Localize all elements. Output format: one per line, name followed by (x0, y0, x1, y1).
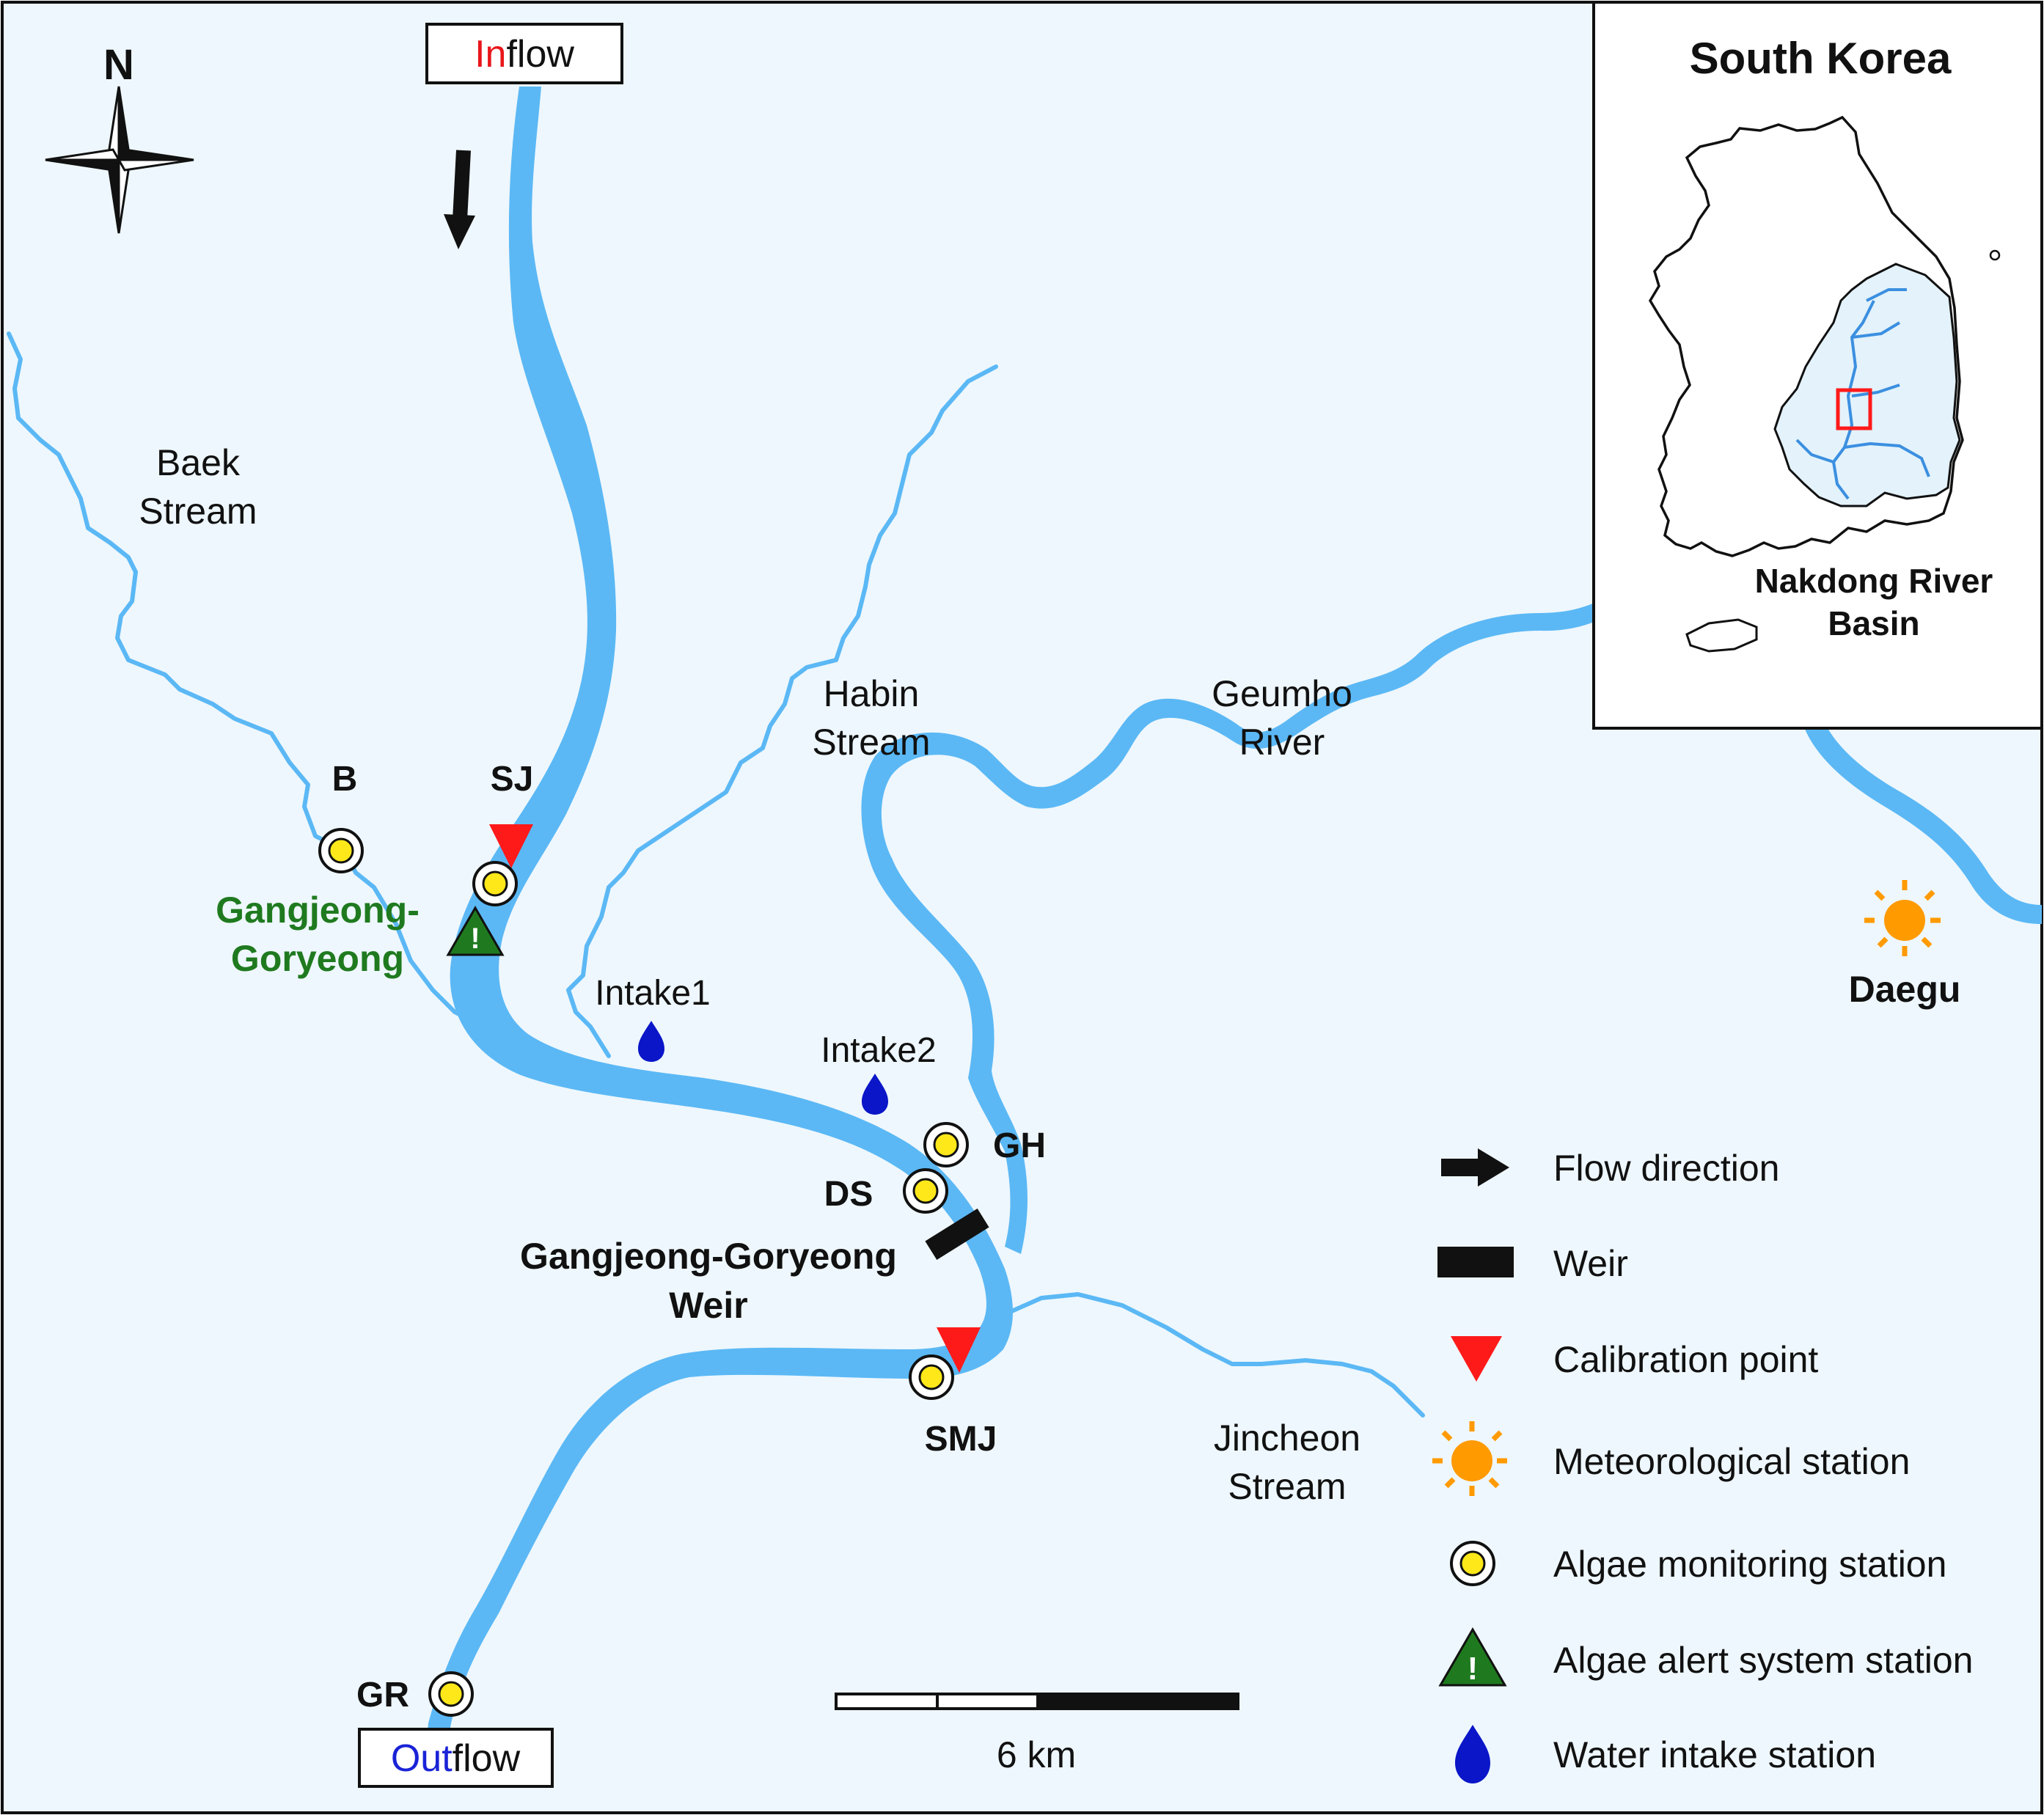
legend: Flow direction Weir Calibration point Me… (1432, 1148, 1974, 1783)
weir-label-2: Weir (669, 1285, 747, 1326)
station-DS: DS (824, 1168, 948, 1214)
station-B-label: B (332, 760, 358, 799)
legend-label-5: Algae alert system station (1553, 1640, 1974, 1681)
geumho-label-2: River (1239, 722, 1325, 763)
legend-arrow-icon (1441, 1148, 1509, 1187)
jincheon-label-2: Stream (1228, 1466, 1346, 1507)
inset-title: South Korea (1690, 34, 1952, 83)
alert-label-1: Gangjeong- (216, 890, 420, 931)
habin-label-1: Habin (824, 673, 920, 714)
outflow-box: Outflow (358, 1728, 554, 1788)
north-label: N (103, 41, 134, 89)
intake2-label: Intake2 (821, 1031, 936, 1070)
legend-sun-icon (1432, 1421, 1512, 1500)
legend-weir-icon (1437, 1247, 1514, 1277)
legend-label-1: Weir (1553, 1243, 1628, 1284)
intake1-station: Intake1 (595, 974, 711, 1062)
legend-green-warning-triangle-icon: ! (1438, 1627, 1507, 1687)
habin-stream-line (566, 364, 998, 1058)
legend-label-0: Flow direction (1553, 1148, 1779, 1189)
station-SJ: SJ (472, 760, 534, 906)
station-SMJ-label: SMJ (925, 1420, 997, 1459)
legend-label-3: Meteorological station (1553, 1441, 1910, 1482)
legend-red-triangle-icon (1451, 1336, 1502, 1382)
stream-labels: Baek Stream Habin Stream Geumho River Ji… (139, 442, 1360, 1507)
station-B: B (318, 760, 364, 873)
baek-stream-line (7, 331, 472, 1022)
intake2-station: Intake2 (821, 1031, 937, 1115)
inflow-prefix: In (475, 33, 506, 76)
station-GR: GR (356, 1671, 474, 1717)
main-rivers (425, 87, 2042, 1753)
svg-text:Inflow: Inflow (475, 33, 574, 76)
basin-label-2: Basin (1828, 604, 1919, 642)
legend-label-4: Algae monitoring station (1553, 1544, 1946, 1585)
svg-text:!: ! (1468, 1651, 1479, 1687)
tributaries (7, 331, 1425, 1418)
habin-label-2: Stream (812, 722, 930, 763)
legend-label-2: Calibration point (1553, 1339, 1818, 1380)
jeju-island (1685, 618, 1758, 653)
inflow-box: Inflow (425, 23, 623, 84)
scale-bar: 6 km (835, 1693, 1239, 1775)
jincheon-stream-line (1006, 1292, 1425, 1418)
geumho-label-1: Geumho (1212, 673, 1352, 714)
calibration-point-SJ (489, 824, 533, 868)
calibration-point-SMJ (937, 1327, 981, 1373)
north-arrow-icon: N (45, 41, 194, 234)
daegu-station: Daegu (1849, 880, 1961, 1010)
sun-icon (1864, 880, 1945, 961)
jincheon-label-1: Jincheon (1214, 1418, 1360, 1459)
inflow-suffix: flow (506, 33, 574, 76)
scale-bar-label: 6 km (997, 1734, 1076, 1775)
station-GR-label: GR (356, 1676, 409, 1715)
daegu-label: Daegu (1849, 969, 1961, 1010)
svg-text:!: ! (470, 923, 480, 955)
inset-map: South Korea Nakdong River Basin (1592, 1, 2043, 730)
geumho-river (861, 550, 1814, 1254)
alert-triangle-icon (446, 906, 505, 956)
basin-label-1: Nakdong River (1755, 562, 1993, 600)
station-DS-label: DS (824, 1175, 873, 1214)
intake1-label: Intake1 (595, 974, 710, 1013)
baek-label-1: Baek (156, 442, 241, 483)
flow-arrow-icon (444, 150, 475, 249)
station-GH: GH (923, 1122, 1046, 1167)
geumho-east-branch (1801, 713, 2042, 924)
nakdong-river (425, 87, 1013, 1753)
station-GH-label: GH (993, 1126, 1046, 1165)
outflow-prefix: Out (391, 1737, 453, 1780)
legend-yellow-circle-icon (1450, 1541, 1495, 1586)
station-SJ-label: SJ (491, 760, 534, 799)
alert-label-2: Goryeong (231, 938, 404, 979)
svg-text:Outflow: Outflow (391, 1737, 521, 1780)
study-area-box (1836, 388, 1872, 430)
legend-label-6: Water intake station (1553, 1734, 1876, 1775)
weir: Gangjeong-Goryeong Weir (520, 1209, 989, 1326)
alert-station: ! Gangjeong- Goryeong (216, 890, 505, 979)
station-SMJ: SMJ (909, 1327, 997, 1459)
weir-label-1: Gangjeong-Goryeong (520, 1236, 897, 1277)
outflow-suffix: flow (453, 1737, 521, 1780)
baek-label-2: Stream (139, 491, 257, 532)
nakdong-basin (1773, 263, 1961, 507)
legend-blue-drop-icon (1455, 1725, 1490, 1783)
